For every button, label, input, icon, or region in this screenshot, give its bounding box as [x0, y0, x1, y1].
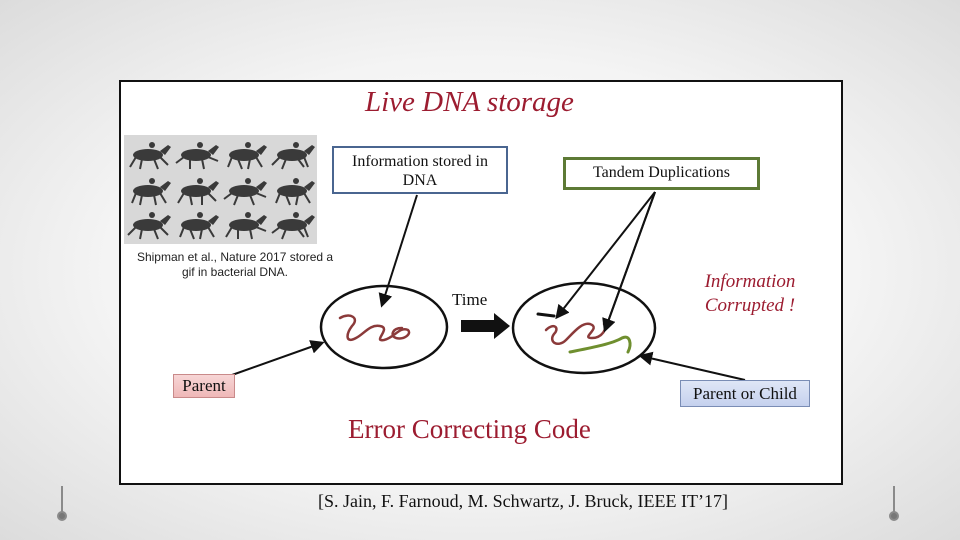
parent-to-cell-arrow [231, 340, 325, 376]
horse-frames-icon [127, 142, 315, 240]
parent-cell-icon [319, 284, 449, 370]
slide-title: Live DNA storage [365, 86, 574, 118]
information-corrupted-label: Information Corrupted ! [704, 271, 796, 316]
error-correcting-code-label: Error Correcting Code [348, 414, 591, 444]
tandem-to-strand-arrow-1 [555, 191, 656, 320]
tandem-duplications-box: Tandem Duplications [563, 157, 760, 190]
child-cell-icon [511, 281, 657, 375]
parent-label-box: Parent [173, 374, 235, 398]
corrupted-dna-strand-icon [536, 312, 632, 354]
parent-child-to-cell-arrow [638, 351, 746, 381]
duplicate-origin-line [604, 191, 656, 331]
dna-strand-icon [338, 314, 411, 342]
horse-animation-frames [124, 135, 317, 244]
parent-or-child-label-box: Parent or Child [680, 380, 810, 407]
time-label: Time [452, 290, 488, 309]
reference-citation: [S. Jain, F. Farnoud, M. Schwartz, J. Br… [318, 491, 728, 511]
slide-decoration [57, 486, 899, 521]
horses-caption: Shipman et al., Nature 2017 stored a gif… [136, 250, 334, 279]
time-arrow [461, 313, 510, 339]
info-to-cell-arrow [378, 194, 418, 308]
info-stored-box: Information stored in DNA [332, 146, 508, 194]
